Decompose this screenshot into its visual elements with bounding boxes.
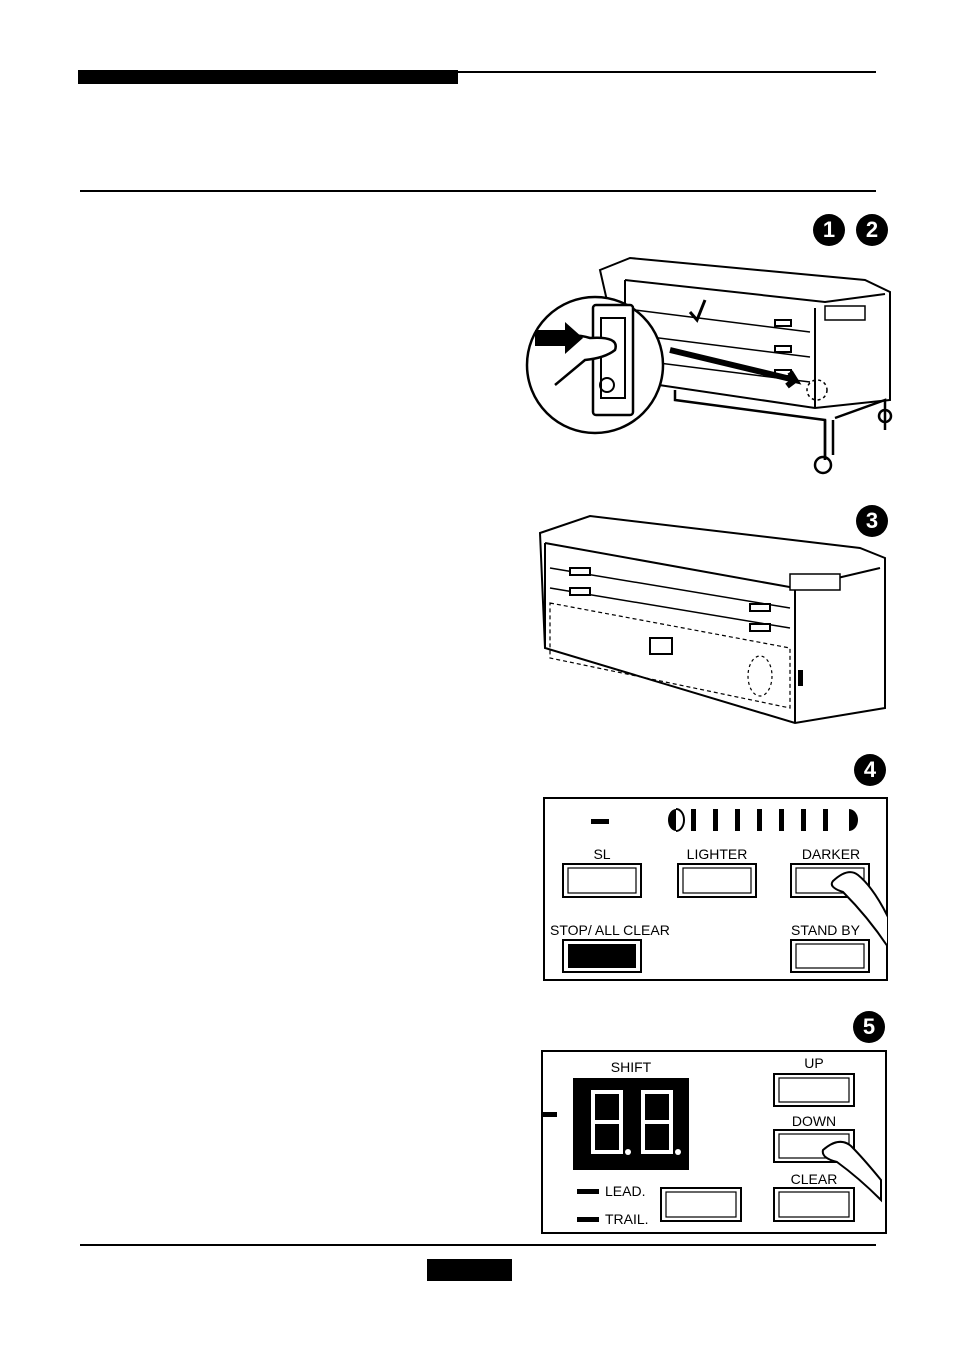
- lighter-button[interactable]: [677, 863, 757, 898]
- density-control-panel: SL LIGHTER DARKER STOP/ ALL CLEAR STAND …: [543, 797, 888, 981]
- header-bar: [78, 70, 458, 84]
- sl-button[interactable]: [562, 863, 642, 898]
- lead-indicator: [577, 1189, 599, 1194]
- shift-control-panel: SHIFT UP DOWN CLEAR LEAD. TRAIL.: [541, 1050, 887, 1234]
- stand-by-label: STAND BY: [791, 922, 861, 938]
- darker-label: DARKER: [802, 846, 860, 862]
- arrow-icon: [669, 347, 802, 389]
- up-button[interactable]: [773, 1073, 855, 1107]
- step-badge-4: 4: [854, 754, 886, 786]
- lighter-label: LIGHTER: [687, 846, 748, 862]
- sl-label: SL: [593, 846, 610, 862]
- lead-trail-button[interactable]: [660, 1187, 742, 1222]
- step-badge-5: 5: [853, 1011, 885, 1043]
- up-label: UP: [804, 1055, 823, 1071]
- printer-roll-illustration: [538, 514, 886, 725]
- finger-press-icon: [821, 1140, 882, 1203]
- step-badge-3: 3: [856, 505, 888, 537]
- press-arrow-icon: [535, 322, 583, 354]
- density-indicator-icon: [668, 808, 858, 832]
- page-number-tab: [427, 1259, 512, 1281]
- shift-label: SHIFT: [611, 1059, 652, 1075]
- display-digits: [591, 1090, 673, 1154]
- step-badge-2: 2: [856, 214, 888, 246]
- stop-all-clear-button[interactable]: [562, 939, 642, 973]
- sl-indicator: [591, 819, 609, 824]
- step-badge-1: 1: [813, 214, 845, 246]
- power-switch-icon: [591, 303, 635, 417]
- printer-power-illustration: [525, 256, 893, 475]
- clear-label: CLEAR: [791, 1171, 838, 1187]
- shift-indicator: [541, 1112, 557, 1117]
- section-rule-top: [80, 190, 876, 192]
- finger-press-icon: [830, 871, 888, 949]
- lead-label: LEAD.: [605, 1183, 645, 1199]
- stand-by-button[interactable]: [790, 939, 870, 973]
- finger-press-icon: [535, 322, 617, 386]
- stop-all-clear-label: STOP/ ALL CLEAR: [550, 922, 670, 938]
- printer-stand: [673, 390, 893, 475]
- header-line: [458, 71, 876, 73]
- trail-indicator: [577, 1217, 599, 1222]
- down-label: DOWN: [792, 1113, 836, 1129]
- clear-button[interactable]: [773, 1187, 855, 1222]
- section-rule-bottom: [80, 1244, 876, 1246]
- trail-label: TRAIL.: [605, 1211, 649, 1227]
